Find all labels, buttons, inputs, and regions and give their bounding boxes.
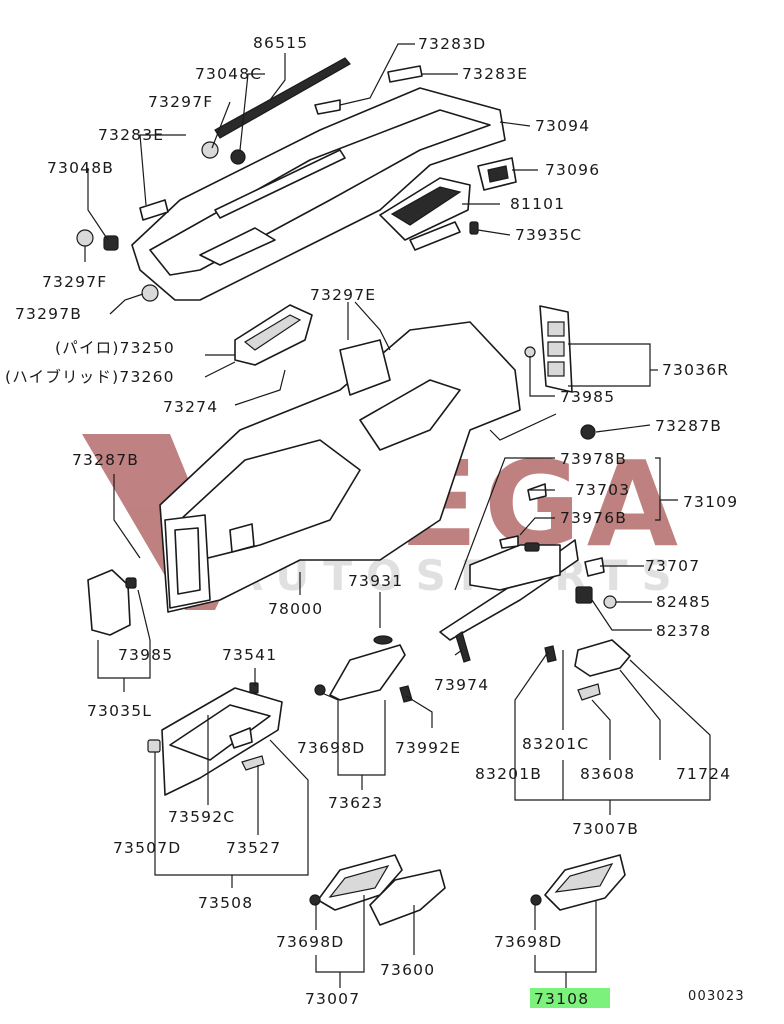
switch-panel-part xyxy=(524,305,596,440)
part-label-73274[interactable]: 73274 xyxy=(163,398,218,416)
knee-airbag-part xyxy=(234,304,313,366)
part-label-73974[interactable]: 73974 xyxy=(434,676,489,694)
leader-lines xyxy=(84,43,711,988)
diagram-code: 003023 xyxy=(688,989,745,1004)
part-label-73036r[interactable]: 73036R xyxy=(662,361,729,379)
defroster-strip-part xyxy=(214,57,351,139)
part-label-73283d[interactable]: 73283D xyxy=(418,35,486,53)
part-label-83201b[interactable]: 83201B xyxy=(475,765,542,783)
part-label-73527[interactable]: 73527 xyxy=(226,839,281,857)
part-label-73007[interactable]: 73007 xyxy=(305,990,360,1008)
dashboard-upper-pad-part xyxy=(131,87,506,301)
part-label-73698d-br[interactable]: 73698D xyxy=(494,933,562,951)
part-label-73935c[interactable]: 73935C xyxy=(515,226,582,244)
passenger-airbag-part xyxy=(379,177,479,251)
part-label-73250[interactable]: (パイロ)73250 xyxy=(55,339,175,357)
side-cover-part xyxy=(87,569,137,636)
part-label-73108[interactable]: 73108 xyxy=(534,990,589,1008)
part-label-73297f-left[interactable]: 73297F xyxy=(42,273,107,291)
part-label-73976b[interactable]: 73976B xyxy=(560,509,627,527)
part-label-73508[interactable]: 73508 xyxy=(198,894,253,912)
part-label-73592c[interactable]: 73592C xyxy=(168,808,235,826)
part-label-73048b[interactable]: 73048B xyxy=(47,159,114,177)
part-label-73992e[interactable]: 73992E xyxy=(395,739,461,757)
part-label-73931[interactable]: 73931 xyxy=(348,572,403,590)
part-label-73623[interactable]: 73623 xyxy=(328,794,383,812)
part-label-82485[interactable]: 82485 xyxy=(656,593,711,611)
part-label-73260[interactable]: (ハイブリッド)73260 xyxy=(5,367,175,386)
part-label-73707[interactable]: 73707 xyxy=(645,557,700,575)
part-label-73297f-top[interactable]: 73297F xyxy=(148,93,213,111)
part-label-81101[interactable]: 81101 xyxy=(510,195,565,213)
part-label-73048c[interactable]: 73048C xyxy=(195,65,262,83)
fuse-cover-part xyxy=(314,635,413,703)
part-labels: 86515 73283D 73048C 73283E 73297F 73094 … xyxy=(5,34,745,1008)
part-label-73698d-bl[interactable]: 73698D xyxy=(276,933,344,951)
lower-cover-b-part xyxy=(544,639,631,701)
part-label-73109[interactable]: 73109 xyxy=(683,493,738,511)
part-label-73094[interactable]: 73094 xyxy=(535,117,590,135)
part-label-73287b-left[interactable]: 73287B xyxy=(72,451,139,469)
lower-cover-part xyxy=(309,854,446,926)
part-label-73541[interactable]: 73541 xyxy=(222,646,277,664)
part-label-73283e-top[interactable]: 73283E xyxy=(462,65,528,83)
part-label-73978b[interactable]: 73978B xyxy=(560,450,627,468)
part-label-82378[interactable]: 82378 xyxy=(656,622,711,640)
part-label-73600[interactable]: 73600 xyxy=(380,961,435,979)
part-label-73287b-right[interactable]: 73287B xyxy=(655,417,722,435)
part-label-83608[interactable]: 83608 xyxy=(580,765,635,783)
part-label-86515[interactable]: 86515 xyxy=(253,34,308,52)
part-label-73698d-mid[interactable]: 73698D xyxy=(297,739,365,757)
lower-cover-highlighted-part xyxy=(530,854,626,911)
part-label-73283e-left[interactable]: 73283E xyxy=(98,126,164,144)
part-label-73985-left[interactable]: 73985 xyxy=(118,646,173,664)
part-label-73703[interactable]: 73703 xyxy=(575,481,630,499)
part-label-71724[interactable]: 71724 xyxy=(676,765,731,783)
center-lower-panel-part xyxy=(439,483,617,663)
glove-box-part xyxy=(147,682,283,796)
grille-part xyxy=(477,157,517,191)
part-label-73297e[interactable]: 73297E xyxy=(310,286,376,304)
part-label-73007b[interactable]: 73007B xyxy=(572,820,639,838)
part-label-83201c[interactable]: 83201C xyxy=(522,735,589,753)
dashboard-main-frame-part xyxy=(159,321,521,613)
part-label-73507d[interactable]: 73507D xyxy=(113,839,181,857)
part-label-73096[interactable]: 73096 xyxy=(545,161,600,179)
part-label-73297b[interactable]: 73297B xyxy=(15,305,82,323)
part-label-78000[interactable]: 78000 xyxy=(268,600,323,618)
part-highlight xyxy=(530,988,610,1008)
part-label-73035l[interactable]: 73035L xyxy=(87,702,152,720)
part-label-73985-top[interactable]: 73985 xyxy=(560,388,615,406)
